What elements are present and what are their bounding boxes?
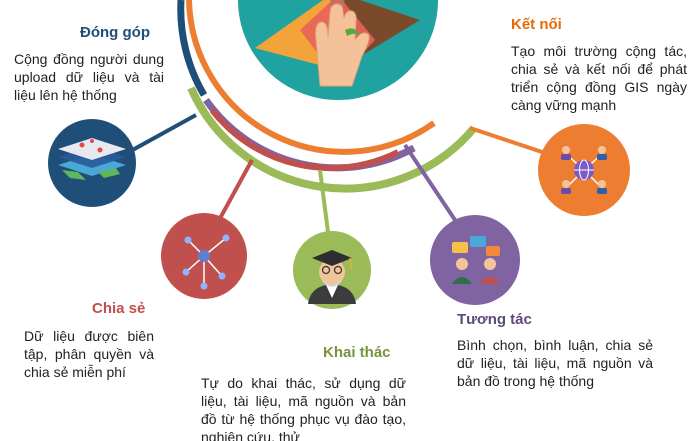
orange-arc [186, 0, 436, 155]
node-dong-gop [48, 119, 136, 207]
desc-ket-noi: Tạo môi trường cộng tác, chia sẻ và kết … [511, 43, 687, 113]
title-chia-se: Chia sẻ [92, 300, 146, 317]
map-layers-icon [58, 138, 126, 180]
node-chia-se [161, 213, 247, 299]
title-tuong-tac: Tương tác [457, 311, 532, 328]
title-ket-noi: Kết nối [511, 16, 562, 33]
red-arc [209, 108, 400, 172]
raised-hands-icon [315, 3, 370, 87]
hub-node [226, 0, 450, 112]
desc-tuong-tac: Bình chọn, bình luận, chia sẻ dữ liệu, t… [457, 337, 653, 389]
professor-icon [308, 250, 356, 304]
desc-khai-thac: Tự do khai thác, sử dụng dữ liệu, tài li… [201, 375, 406, 441]
network-globe-icon [561, 146, 607, 194]
connector-ket-noi [469, 126, 549, 156]
connector-khai-thac [318, 169, 330, 233]
connector-tuong-tac [403, 143, 457, 222]
connector-chia-se [216, 159, 254, 223]
node-tuong-tac [430, 215, 520, 305]
desc-dong-gop: Cộng đồng người dung upload dữ liệu và t… [14, 51, 164, 103]
desc-chia-se: Dữ liệu được biên tập, phân quyền và chi… [24, 328, 154, 380]
navy-arc [177, 0, 208, 97]
node-khai-thac [293, 231, 371, 309]
title-dong-gop: Đóng góp [80, 24, 150, 41]
title-khai-thac: Khai thác [323, 344, 391, 361]
share-network-icon [182, 234, 230, 290]
chat-people-icon [452, 236, 500, 284]
node-ket-noi [538, 124, 630, 216]
